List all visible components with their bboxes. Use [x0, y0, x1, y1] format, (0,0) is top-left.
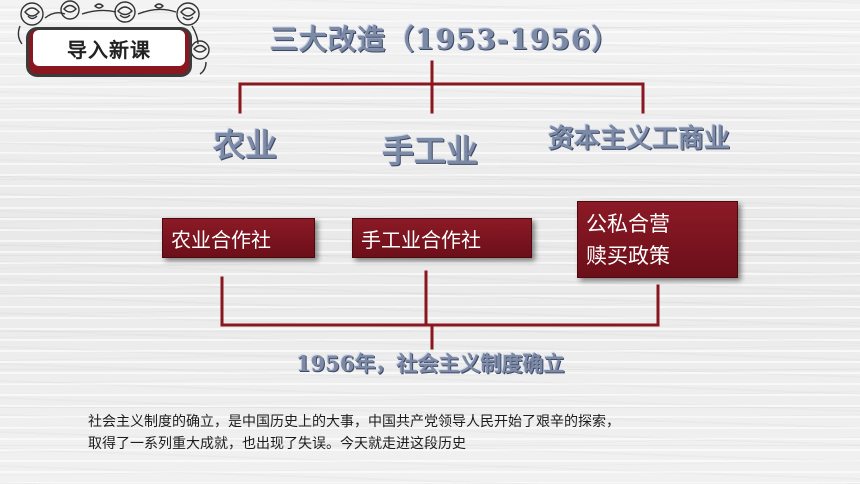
policy-joint-ownership-line2: 赎买政策: [586, 243, 670, 268]
sector-capitalist-industry: 资本主义工商业: [548, 124, 731, 154]
policy-joint-ownership-line1: 公私合营: [586, 211, 670, 236]
policy-handicraft-coop: 手工业合作社: [352, 218, 532, 258]
rose-decoration-icon: [17, 0, 210, 75]
lesson-badge: 导入新课: [29, 30, 189, 74]
lesson-badge-label: 导入新课: [33, 30, 185, 66]
diagram-title: 三大改造（1953-1956）: [270, 23, 621, 56]
sector-agriculture: 农业: [213, 126, 278, 164]
diagram-result: 1956年，社会主义制度确立: [296, 351, 565, 376]
intro-line-2: 取得了一系列重大成就，也出现了失误。今天就走进这段历史: [88, 436, 466, 452]
sector-handicraft: 手工业: [382, 132, 479, 170]
intro-paragraph: 社会主义制度的确立，是中国历史上的大事，中国共产党领导人民开始了艰辛的探索， 取…: [88, 411, 778, 455]
policy-agricultural-coop: 农业合作社: [162, 218, 315, 258]
policy-joint-ownership: 公私合营 赎买政策: [577, 201, 738, 278]
intro-line-1: 社会主义制度的确立，是中国历史上的大事，中国共产党领导人民开始了艰辛的探索，: [88, 414, 620, 430]
